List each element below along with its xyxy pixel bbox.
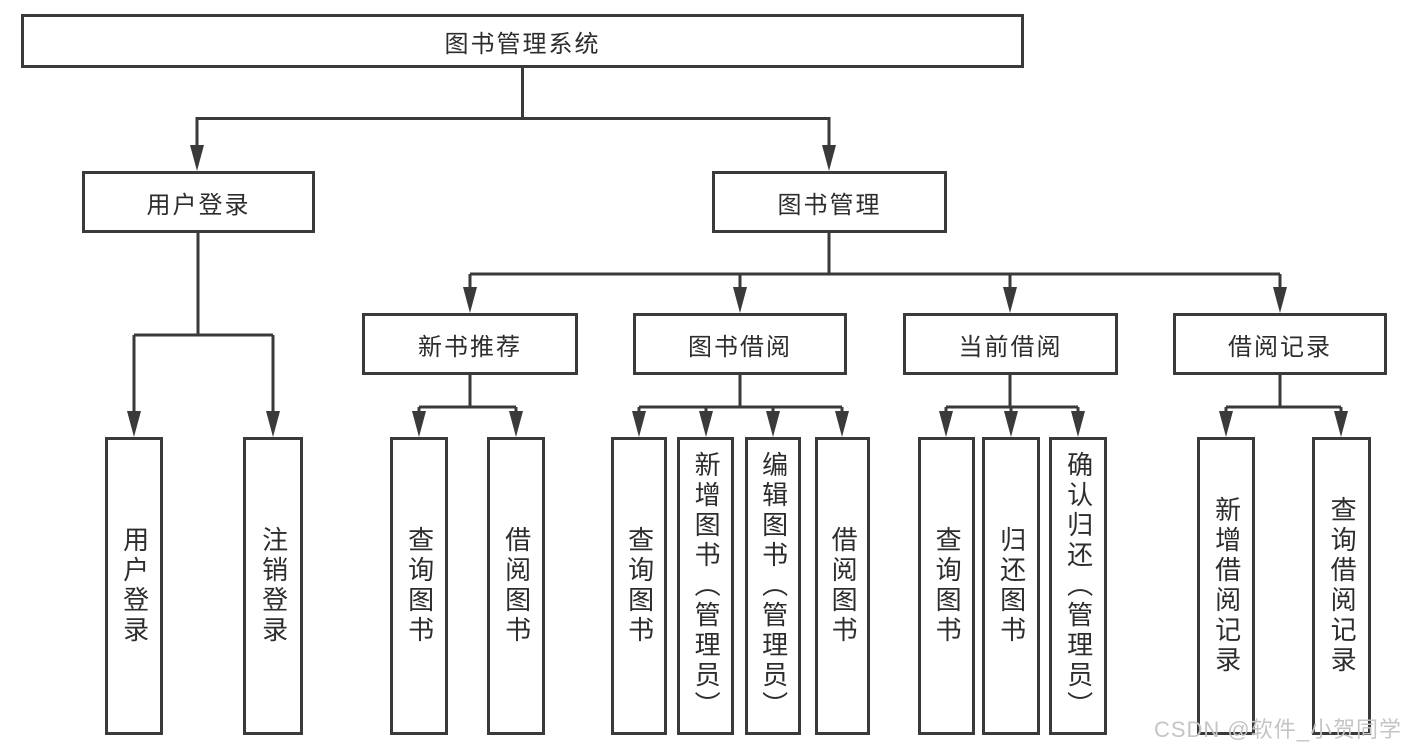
leaf-query-book-3: 查询图书 (918, 437, 975, 735)
leaf-borrow-book-2: 借阅图书 (815, 437, 870, 735)
node-label: 借阅记录 (1228, 333, 1332, 361)
node-label: 图书借阅 (688, 333, 792, 361)
arrow-down-icon (1003, 287, 1017, 313)
arrow-down-icon (939, 411, 953, 437)
leaf-add-borrow-record: 新增借阅记录 (1197, 437, 1255, 735)
arrow-down-icon (632, 411, 646, 437)
node-label: 查询图书 (932, 526, 963, 646)
node-user-login: 用户登录 (82, 171, 315, 233)
arrow-down-icon (412, 411, 426, 437)
csdn-watermark: CSDN @软件_小贺同学 (1153, 717, 1402, 742)
node-new-book-recommend: 新书推荐 (362, 313, 578, 375)
node-label: 确认归还（管理员） (1063, 451, 1094, 721)
leaf-query-book-2: 查询图书 (611, 437, 667, 735)
arrow-down-icon (190, 145, 204, 171)
node-label: 新书推荐 (418, 333, 522, 361)
leaf-borrow-book-1: 借阅图书 (487, 437, 545, 735)
arrow-down-icon (1273, 287, 1287, 313)
node-label: 新增借阅记录 (1211, 496, 1242, 676)
node-label: 借阅图书 (501, 526, 532, 646)
arrow-down-icon (1004, 411, 1018, 437)
leaf-user-login: 用户登录 (105, 437, 163, 735)
node-label: 注销登录 (258, 526, 289, 646)
leaf-query-book-1: 查询图书 (390, 437, 448, 735)
arrow-down-icon (463, 287, 477, 313)
leaf-logout: 注销登录 (243, 437, 303, 735)
node-label: 查询图书 (624, 526, 655, 646)
node-label: 编辑图书（管理员） (758, 451, 789, 721)
arrow-down-icon (733, 287, 747, 313)
node-root: 图书管理系统 (21, 14, 1024, 68)
arrow-down-icon (822, 145, 836, 171)
arrow-down-icon (127, 411, 141, 437)
arrow-down-icon (766, 411, 780, 437)
node-label: 查询借阅记录 (1327, 496, 1358, 676)
node-label: 借阅图书 (828, 526, 859, 646)
node-label: 当前借阅 (958, 333, 1063, 361)
arrowheads (127, 145, 1348, 437)
node-book-management: 图书管理 (712, 171, 947, 233)
arrow-down-icon (509, 411, 523, 437)
leaf-add-book-admin: 新增图书（管理员） (677, 437, 734, 735)
arrow-down-icon (1334, 411, 1348, 437)
arrow-down-icon (699, 411, 713, 437)
node-label: 归还图书 (996, 526, 1027, 646)
arrow-down-icon (1071, 411, 1085, 437)
node-current-borrow: 当前借阅 (903, 313, 1118, 375)
leaf-confirm-return-admin: 确认归还（管理员） (1049, 437, 1107, 735)
node-label: 图书管理系统 (444, 30, 601, 58)
connector-path (132, 68, 1343, 413)
node-label: 新增图书（管理员） (691, 451, 722, 721)
arrow-down-icon (835, 411, 849, 437)
node-label: 用户登录 (146, 191, 251, 219)
node-label: 用户登录 (119, 526, 150, 646)
node-borrow-records: 借阅记录 (1173, 313, 1387, 375)
node-label: 图书管理 (777, 191, 882, 219)
arrow-down-icon (266, 411, 280, 437)
node-book-borrow: 图书借阅 (633, 313, 847, 375)
leaf-edit-book-admin: 编辑图书（管理员） (745, 437, 801, 735)
node-label: 查询图书 (404, 526, 435, 646)
arrow-down-icon (1219, 411, 1233, 437)
leaf-return-book: 归还图书 (982, 437, 1040, 735)
leaf-query-borrow-record: 查询借阅记录 (1312, 437, 1371, 735)
